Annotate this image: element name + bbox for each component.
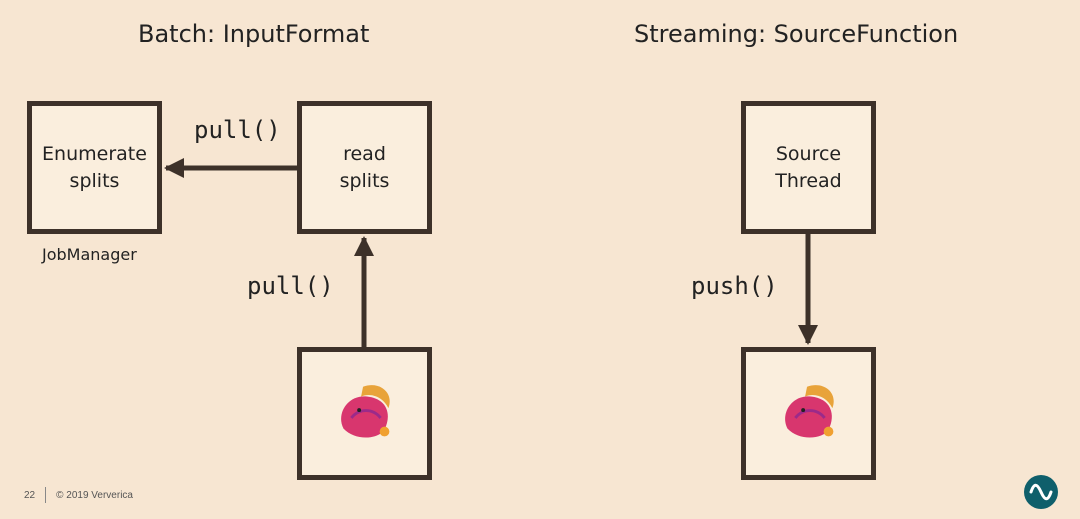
jobmanager-label: JobManager [42, 245, 137, 264]
ververica-logo [1024, 475, 1058, 509]
pull-label-top: pull() [194, 116, 281, 144]
logo-wave-icon [1029, 483, 1053, 501]
read-splits-text: read splits [339, 142, 390, 192]
read-splits-box: read splits [297, 101, 432, 234]
source-thread-box: Source Thread [741, 101, 876, 234]
copyright: © 2019 Ververica [56, 489, 133, 501]
source-thread-text: Source Thread [775, 142, 842, 192]
batch-title: Batch: InputFormat [138, 20, 370, 48]
page-number: 22 [24, 489, 36, 501]
push-label: push() [691, 272, 778, 300]
flink-squirrel-icon [340, 384, 390, 438]
flink-squirrel-icon [784, 384, 834, 438]
footer-divider [45, 487, 47, 503]
flink-box-stream [741, 347, 876, 480]
footer: 22 © 2019 Ververica [24, 487, 133, 503]
flink-box-batch [297, 347, 432, 480]
enumerate-splits-box: Enumerate splits [27, 101, 162, 234]
enumerate-splits-text: Enumerate splits [42, 142, 147, 192]
streaming-title: Streaming: SourceFunction [634, 20, 959, 48]
pull-label-mid: pull() [247, 272, 334, 300]
